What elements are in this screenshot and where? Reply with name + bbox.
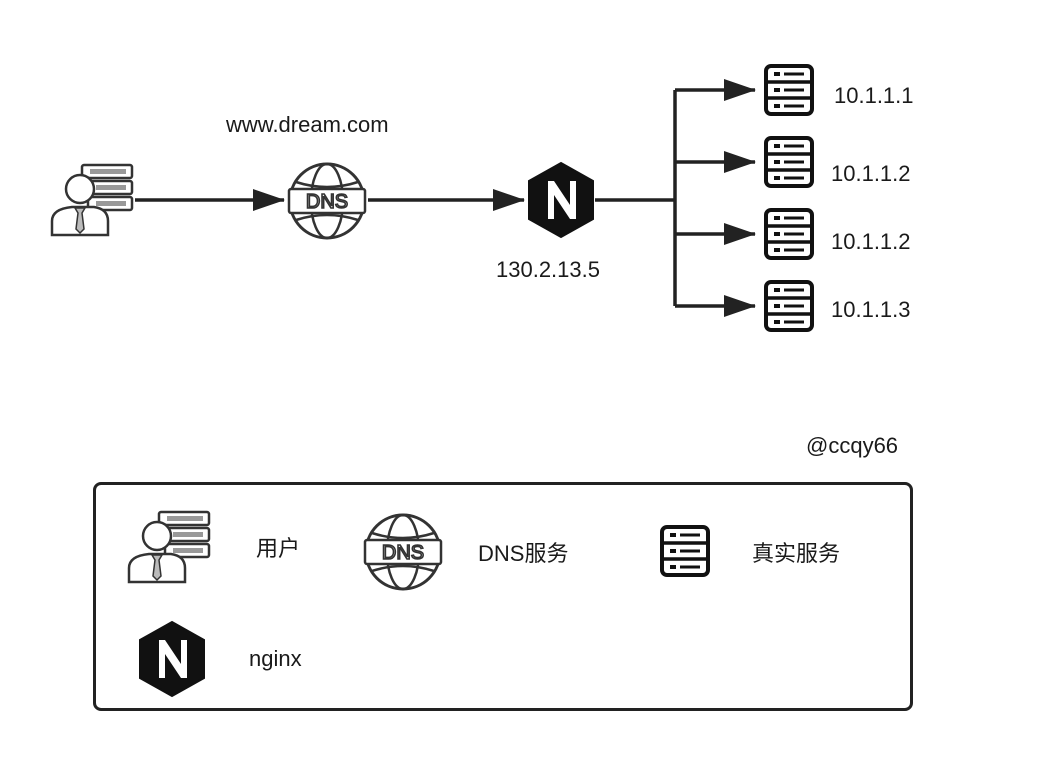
domain-label: www.dream.com <box>226 112 389 137</box>
server-icon-1 <box>764 64 814 116</box>
server-ip-1: 10.1.1.1 <box>834 83 914 108</box>
dns-icon <box>287 162 367 240</box>
legend-dns-label: DNS服务 <box>478 541 569 566</box>
legend-box <box>93 482 913 711</box>
legend-server-label: 真实服务 <box>752 541 841 566</box>
server-ip-2: 10.1.1.2 <box>831 161 911 186</box>
legend-nginx-label: nginx <box>249 646 302 671</box>
server-ip-4: 10.1.1.3 <box>831 297 911 322</box>
server-icon-3 <box>764 208 814 260</box>
legend-user-label: 用户 <box>256 536 301 561</box>
server-icon-2 <box>764 136 814 188</box>
server-ip-3: 10.1.1.2 <box>831 229 911 254</box>
user-icon <box>50 163 134 237</box>
nginx-icon <box>528 162 594 238</box>
nginx-ip-label: 130.2.13.5 <box>496 257 600 282</box>
server-icon-4 <box>764 280 814 332</box>
watermark: @ccqy66 <box>806 433 899 458</box>
